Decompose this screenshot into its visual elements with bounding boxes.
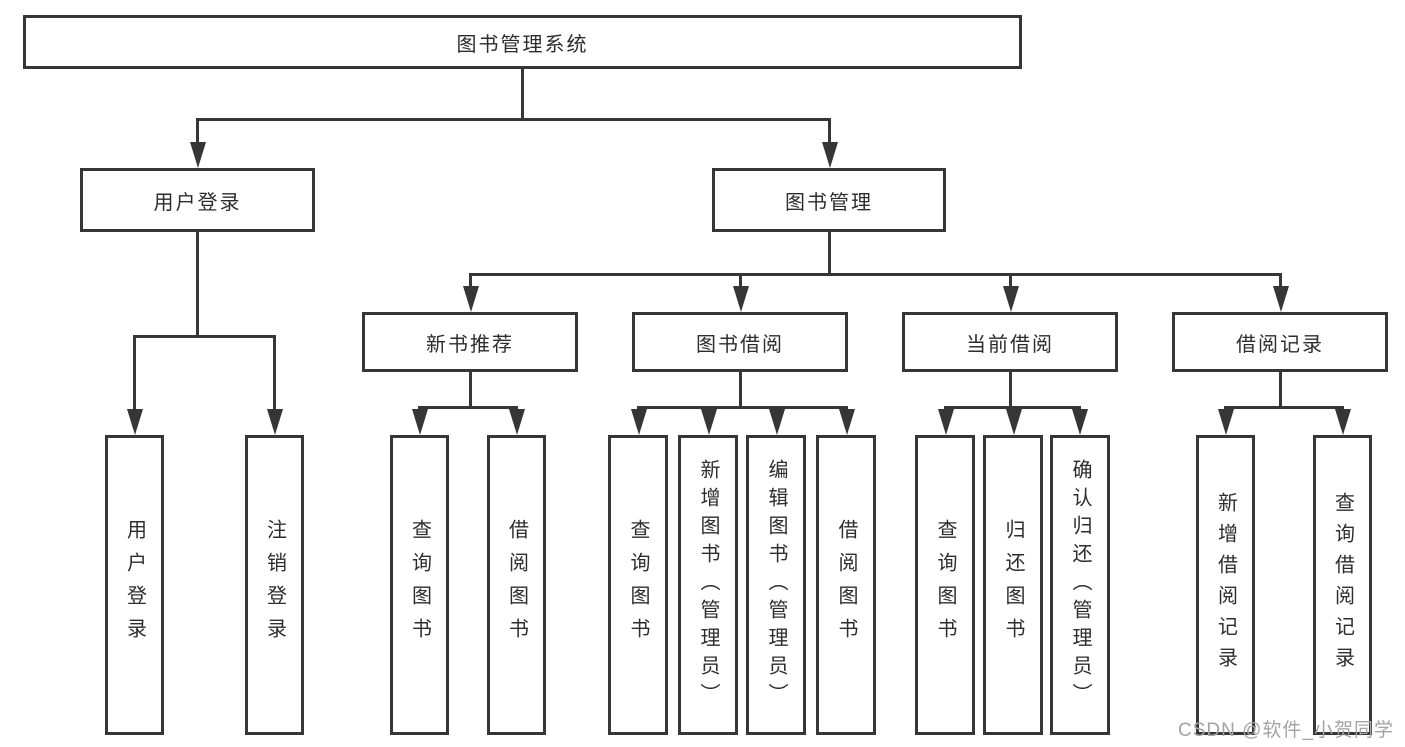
connector-user-login-stem	[196, 232, 199, 335]
node-book-management-label: 图书管理	[785, 191, 873, 214]
node-book-borrow: 图书借阅	[632, 312, 848, 372]
leaf-query-books-borrow: 查询图书	[608, 435, 668, 735]
leaf-add-borrow-record: 新增借阅记录	[1196, 435, 1255, 735]
arrow-down-borrow-books-recommend	[515, 406, 518, 409]
arrow-down-query-books-borrow	[637, 406, 640, 409]
arrow-down-add-borrow-record	[1224, 406, 1227, 409]
connector-user-login-bar	[133, 335, 276, 338]
node-root: 图书管理系统	[23, 15, 1022, 69]
arrow-down-query-borrow-record	[1341, 406, 1344, 409]
arrow-down-return-book	[1012, 406, 1015, 409]
leaf-add-borrow-record-label: 新增借阅记录	[1214, 492, 1237, 678]
connector-records-stem	[1279, 372, 1282, 406]
node-borrow-records-label: 借阅记录	[1236, 333, 1324, 356]
node-borrow-records: 借阅记录	[1172, 312, 1388, 372]
arrow-down-borrow-books-borrow	[845, 406, 848, 409]
leaf-edit-book-admin: 编辑图书（管理员）	[746, 435, 806, 735]
connector-root-bar	[196, 118, 830, 121]
leaf-query-books-recommend: 查询图书	[390, 435, 449, 735]
arrow-down-edit-book-admin	[775, 406, 778, 409]
leaf-query-books-current-label: 查询图书	[934, 519, 956, 651]
node-new-book-recommend-label: 新书推荐	[426, 333, 514, 356]
connector-book-management-stem	[828, 232, 831, 273]
leaf-borrow-books-borrow-label: 借阅图书	[835, 519, 857, 651]
leaf-user-login-label: 用户登录	[123, 519, 146, 651]
connector-root-stem	[521, 69, 524, 118]
leaf-return-book: 归还图书	[983, 435, 1043, 735]
leaf-borrow-books-recommend-label: 借阅图书	[505, 519, 528, 651]
leaf-query-borrow-record-label: 查询借阅记录	[1331, 492, 1354, 678]
connector-records-bar	[1224, 406, 1343, 409]
leaf-return-book-label: 归还图书	[1002, 519, 1024, 651]
connector-recommend-bar	[418, 406, 518, 409]
watermark: CSDN @软件_小贺同学	[1178, 720, 1394, 741]
arrow-down-user-login	[196, 118, 199, 142]
leaf-user-login: 用户登录	[105, 435, 164, 735]
node-book-borrow-label: 图书借阅	[696, 333, 784, 356]
arrow-down-book-borrow	[739, 273, 742, 286]
leaf-add-book-admin: 新增图书（管理员）	[678, 435, 738, 735]
node-user-login: 用户登录	[80, 168, 315, 232]
arrow-down-book-management	[828, 118, 831, 142]
leaf-confirm-return-admin-label: 确认归还（管理员）	[1069, 459, 1091, 711]
arrow-down-leaf-logout	[273, 335, 276, 409]
leaf-borrow-books-recommend: 借阅图书	[487, 435, 546, 735]
leaf-borrow-books-borrow: 借阅图书	[816, 435, 876, 735]
connector-borrow-bar	[637, 406, 847, 409]
connector-recommend-stem	[469, 372, 472, 406]
node-root-label: 图书管理系统	[456, 33, 589, 56]
leaf-query-books-recommend-label: 查询图书	[408, 519, 431, 651]
node-new-book-recommend: 新书推荐	[362, 312, 578, 372]
leaf-query-books-borrow-label: 查询图书	[627, 519, 649, 651]
node-current-borrow: 当前借阅	[902, 312, 1118, 372]
connector-current-stem	[1009, 372, 1012, 406]
connector-book-management-bar	[469, 273, 1281, 276]
leaf-add-book-admin-label: 新增图书（管理员）	[697, 459, 719, 711]
arrow-down-add-book-admin	[707, 406, 710, 409]
connector-borrow-stem	[739, 372, 742, 406]
leaf-query-books-current: 查询图书	[915, 435, 975, 735]
leaf-edit-book-admin-label: 编辑图书（管理员）	[765, 459, 787, 711]
arrow-down-confirm-return-admin	[1078, 406, 1081, 409]
arrow-down-current-borrow	[1009, 273, 1012, 286]
leaf-confirm-return-admin: 确认归还（管理员）	[1050, 435, 1110, 735]
arrow-down-new-book-recommend	[469, 273, 472, 286]
leaf-query-borrow-record: 查询借阅记录	[1313, 435, 1372, 735]
leaf-logout: 注销登录	[245, 435, 304, 735]
arrow-down-query-books-current	[944, 406, 947, 409]
node-current-borrow-label: 当前借阅	[966, 333, 1054, 356]
arrow-down-query-books-recommend	[418, 406, 421, 409]
node-book-management: 图书管理	[712, 168, 946, 232]
node-user-login-label: 用户登录	[153, 191, 242, 214]
leaf-logout-label: 注销登录	[263, 519, 286, 651]
arrow-down-leaf-user-login	[133, 335, 136, 409]
arrow-down-borrow-records	[1279, 273, 1282, 286]
